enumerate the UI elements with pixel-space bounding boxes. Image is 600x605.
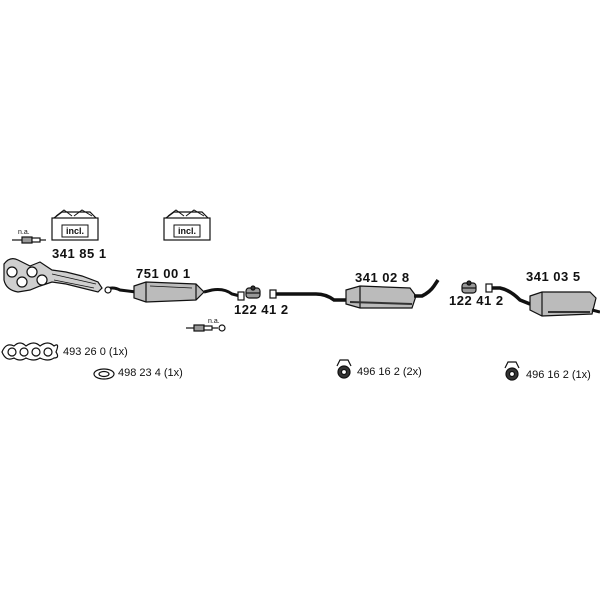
rubber-mount-1-label: 496 16 2 (2x) — [357, 366, 422, 378]
ring-gasket-icon — [93, 368, 115, 380]
catalyst-part-number: 751 00 1 — [136, 266, 191, 281]
ring-gasket-label: 498 23 4 (1x) — [118, 367, 183, 379]
clamp-1-part-number: 122 41 2 — [234, 302, 289, 317]
lambda-sensor-2-icon — [186, 324, 226, 332]
manifold-gasket-label: 493 26 0 (1x) — [63, 346, 128, 358]
not-available-2-label: n.a. — [208, 318, 220, 325]
manifold-gasket-icon — [1, 342, 59, 361]
clamp-2-part-number: 122 41 2 — [449, 293, 504, 308]
kit-box-1-label: incl. — [66, 226, 84, 236]
kit-box-1-icon — [51, 209, 99, 241]
rear-silencer-part-number: 341 03 5 — [526, 269, 581, 284]
not-available-1-label: n.a. — [18, 229, 30, 236]
rubber-mount-2-label: 496 16 2 (1x) — [526, 369, 591, 381]
exhaust-manifold-icon — [3, 258, 103, 293]
kit-box-2-label: incl. — [178, 226, 196, 236]
lambda-sensor-1-icon — [12, 236, 46, 244]
rear-silencer-icon — [485, 283, 600, 317]
rubber-mount-2-icon — [504, 361, 520, 381]
manifold-part-number: 341 85 1 — [52, 246, 107, 261]
rubber-mount-1-icon — [336, 359, 352, 379]
middle-silencer-part-number: 341 02 8 — [355, 270, 410, 285]
middle-silencer-icon — [269, 279, 440, 309]
kit-box-2-icon — [163, 209, 211, 241]
catalytic-converter-icon — [104, 281, 245, 303]
clamp-1-icon — [245, 285, 261, 299]
clamp-2-icon — [461, 280, 477, 294]
